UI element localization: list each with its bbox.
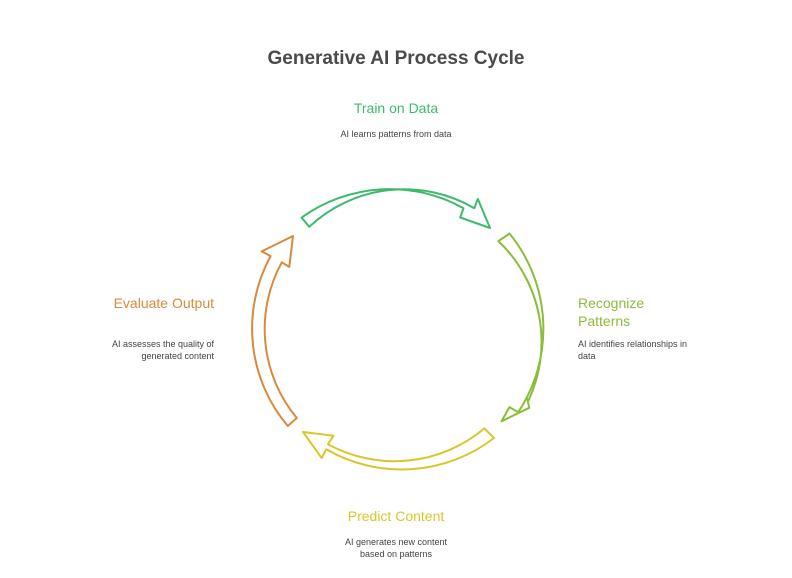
train-arrow [300,188,491,229]
stage-description-evaluate: AI assesses the quality of generated con… [111,339,214,361]
stage-title-predict: Predict Content [347,508,445,524]
stage-title-evaluate: Evaluate Output [113,295,214,311]
stage-title-recognize: Recognize Patterns [578,295,645,329]
stage-description-recognize: AI identifies relationships in data [578,339,688,361]
predict-arrow [302,427,495,471]
evaluate-arrow [251,235,298,427]
stage-title-train: Train on Data [353,100,439,116]
stage-description-train: AI learns patterns from data [340,129,452,139]
stage-description-predict: AI generates new content based on patter… [344,537,448,559]
recognize-arrow [497,232,545,423]
diagram-title: Generative AI Process Cycle [267,48,525,69]
